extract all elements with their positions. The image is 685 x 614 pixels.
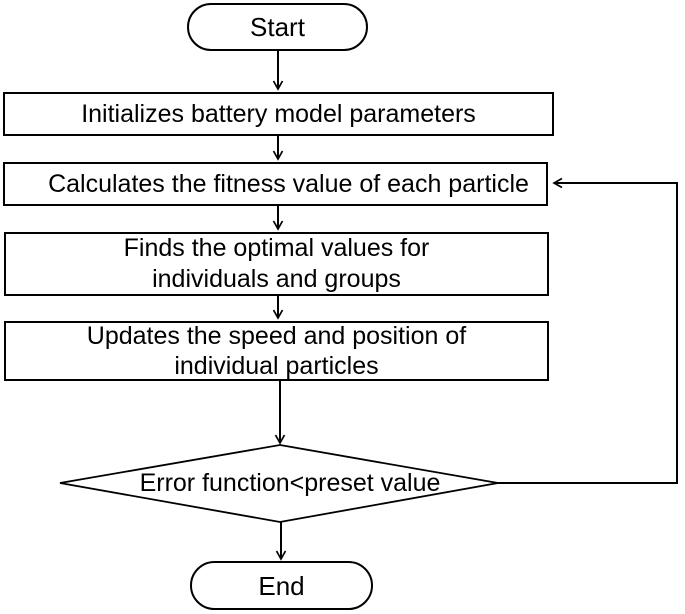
end-node: End — [190, 561, 373, 610]
feedback-loop-line — [498, 177, 678, 484]
start-node: Start — [187, 3, 368, 51]
process-node-update-particles: Updates the speed and position of indivi… — [4, 321, 549, 381]
process-node-optimal-values: Finds the optimal values for individuals… — [4, 232, 549, 296]
decision-node-label: Error function<preset value — [139, 469, 441, 497]
process-node-fitness: Calculates the fitness value of each par… — [3, 162, 548, 206]
process-node-initialize: Initializes battery model parameters — [3, 92, 554, 136]
decision-diamond-shape — [59, 444, 499, 523]
